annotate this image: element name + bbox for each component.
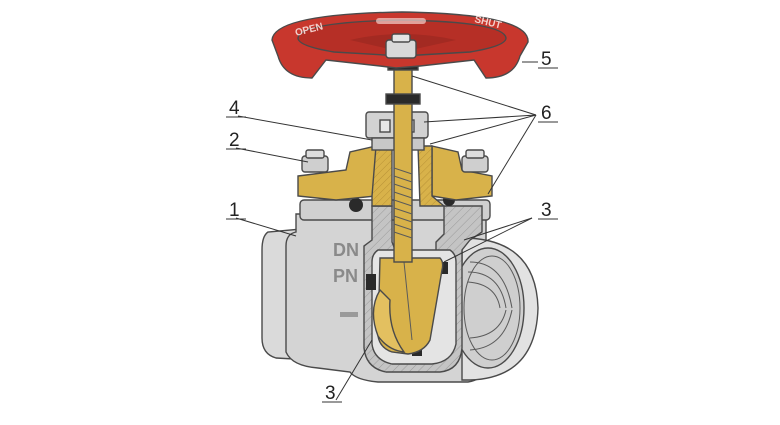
callout-label-6: 6 [541,103,552,124]
callout-bonnet: 2 [226,130,309,163]
callout-seat-bottom: 3 [322,339,373,404]
gate-wedge [372,257,444,355]
callout-seals: 6 [411,75,558,195]
callout-label-5: 5 [541,49,552,70]
callout-label-2: 2 [229,130,240,151]
handwheel-nut [385,39,417,59]
callout-gland: 4 [226,98,373,141]
callout-handwheel: 5 [522,49,558,70]
callout-label-1: 1 [229,200,240,221]
callout-label-3-bottom: 3 [325,383,336,404]
callout-seat-right: 3 [443,200,558,263]
handwheel: OPEN SHUT [271,11,529,79]
callout-body: 1 [226,200,297,237]
bonnet-bolts [301,149,489,173]
thread-lines [467,261,513,351]
stem-thread [393,167,413,239]
body-dn-text: DN [333,240,359,260]
callout-label-4: 4 [229,98,240,119]
body-pn-text: PN [333,266,358,286]
callout-label-3-right: 3 [541,200,552,221]
